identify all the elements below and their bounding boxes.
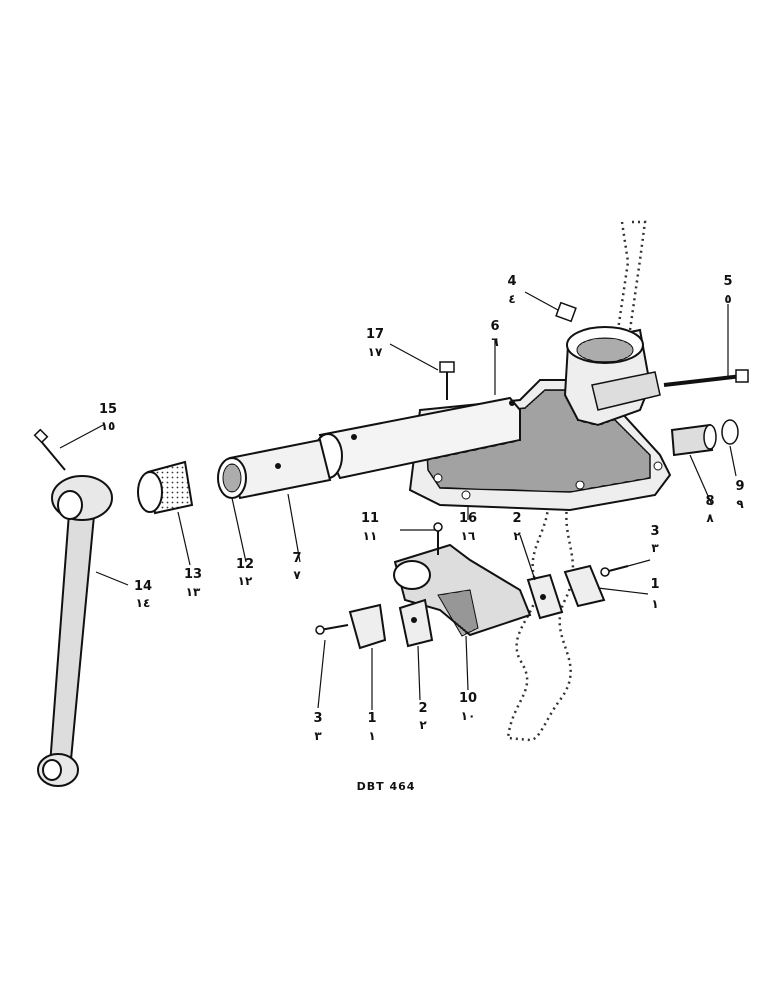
callout-12: 12 ١٢: [236, 557, 254, 588]
svg-text:٢: ٢: [513, 529, 521, 543]
plate-part-1-left: [348, 603, 387, 650]
bolt-part-3-right: [600, 565, 629, 577]
svg-text:17: 17: [366, 327, 384, 342]
svg-text:5: 5: [723, 274, 732, 289]
svg-text:١: ١: [651, 597, 658, 611]
pin-part-11: [433, 522, 443, 555]
plug-part-4: [555, 301, 577, 323]
svg-text:6: 6: [490, 319, 499, 334]
bolt-part-17: [439, 361, 455, 400]
plate-part-1-right: [563, 564, 606, 608]
svg-text:٣: ٣: [314, 729, 322, 743]
sector-shaft: [217, 438, 332, 500]
washer-part-9: [721, 419, 739, 445]
leader-lines: [59, 291, 737, 710]
svg-text:11: 11: [361, 511, 379, 526]
svg-text:١٢: ١٢: [238, 574, 253, 588]
callout-3-right: 3 ٣: [650, 524, 659, 555]
svg-text:13: 13: [184, 567, 202, 582]
drawing-code: DBT 464: [356, 780, 416, 793]
svg-text:١: ١: [368, 729, 375, 743]
svg-text:12: 12: [236, 557, 254, 572]
steering-column-ghost: [506, 220, 647, 742]
callout-6: 6 ٦: [490, 319, 499, 349]
svg-text:٢: ٢: [419, 718, 427, 732]
svg-text:٨: ٨: [706, 511, 714, 525]
svg-text:1: 1: [650, 577, 659, 592]
svg-text:1: 1: [367, 711, 376, 726]
svg-text:٧: ٧: [293, 568, 301, 582]
svg-text:3: 3: [313, 711, 322, 726]
svg-text:١٣: ١٣: [186, 585, 201, 599]
svg-text:15: 15: [99, 402, 117, 417]
callout-8: 8 ٨: [705, 494, 714, 525]
svg-text:16: 16: [459, 511, 477, 526]
callout-17: 17 ١٧: [366, 327, 384, 359]
bolt-part-15: [33, 428, 66, 471]
svg-text:9: 9: [735, 479, 744, 494]
bolt-part-3-left: [315, 624, 349, 635]
svg-text:١١: ١١: [363, 529, 378, 543]
svg-text:4: 4: [507, 274, 516, 289]
svg-text:٩: ٩: [736, 497, 744, 511]
callout-2-lower: 2 ٢: [418, 701, 427, 732]
callout-2-upper: 2 ٢: [512, 511, 521, 543]
callout-15: 15 ١٥: [99, 402, 117, 433]
svg-text:١٧: ١٧: [368, 345, 383, 359]
svg-text:٣: ٣: [651, 541, 659, 555]
bush-part-13: [137, 460, 194, 515]
drop-arm: [37, 475, 113, 787]
callout-13: 13 ١٣: [184, 567, 202, 599]
callout-16: 16 ١٦: [459, 511, 477, 543]
svg-text:10: 10: [459, 691, 477, 706]
bolt-part-5: [663, 369, 749, 387]
plate-part-2-left: [398, 598, 434, 648]
callout-14: 14 ١٤: [134, 579, 152, 610]
svg-text:2: 2: [418, 701, 427, 716]
callout-4: 4 ٤: [507, 274, 516, 306]
svg-text:١٠: ١٠: [461, 709, 476, 723]
callout-5: 5 ٥: [723, 274, 732, 306]
svg-text:١٥: ١٥: [101, 419, 116, 433]
callout-9: 9 ٩: [735, 479, 744, 511]
bush-part-8: [670, 423, 717, 457]
svg-text:14: 14: [134, 579, 152, 594]
svg-text:8: 8: [705, 494, 714, 509]
callout-7: 7 ٧: [292, 551, 301, 582]
callout-3-left: 3 ٣: [313, 711, 322, 743]
svg-text:2: 2: [512, 511, 521, 526]
callout-10: 10 ١٠: [459, 691, 477, 723]
svg-text:٤: ٤: [508, 292, 515, 306]
svg-text:١٤: ١٤: [136, 596, 151, 610]
svg-text:3: 3: [650, 524, 659, 539]
svg-text:١٦: ١٦: [461, 529, 476, 543]
svg-text:7: 7: [292, 551, 301, 566]
svg-text:٥: ٥: [724, 292, 731, 306]
callout-11: 11 ١١: [361, 511, 379, 543]
callout-1-left: 1 ١: [367, 711, 376, 743]
plate-part-2-right: [526, 573, 564, 620]
callout-1-right: 1 ١: [650, 577, 659, 611]
svg-text:٦: ٦: [491, 335, 498, 349]
